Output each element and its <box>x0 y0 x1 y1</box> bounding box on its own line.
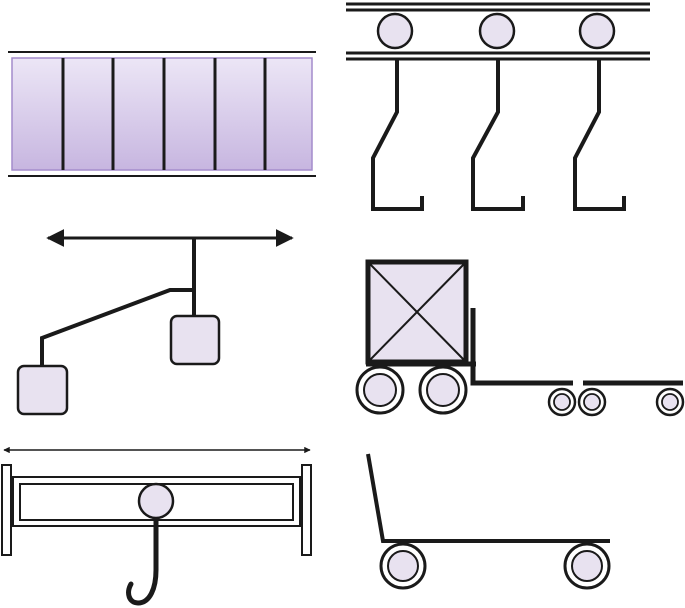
cart-wheel-inner <box>571 550 603 582</box>
overhead-conveyor-symbol <box>346 2 650 211</box>
tractor-trailer-symbol <box>355 259 685 417</box>
wheel-inner <box>426 373 460 407</box>
jib-arm <box>40 238 196 368</box>
small-wheel-inner <box>661 393 679 411</box>
bridge-end-post-right <box>301 464 312 556</box>
bridge-end-post-left <box>1 464 12 556</box>
cart-handle-and-deck <box>366 453 610 543</box>
tractor-mast-and-forks <box>470 308 573 386</box>
box-cross-line <box>367 261 467 363</box>
tractor-wheels <box>355 365 468 415</box>
trolley-wheel <box>376 12 414 50</box>
cart-wheel-inner <box>387 550 419 582</box>
conveyor-dividers <box>61 58 267 170</box>
hanging-hook <box>573 60 626 211</box>
crane-hook <box>126 517 159 606</box>
trolley-wheel <box>478 12 516 50</box>
wheel-inner <box>363 373 397 407</box>
hanging-hook <box>471 60 525 211</box>
hoist-trolley-wheel <box>137 482 175 520</box>
jib-load-block <box>169 314 221 366</box>
jib-load-block <box>16 364 69 416</box>
conveyor-bed <box>11 57 313 171</box>
small-wheel-inner <box>583 393 601 411</box>
small-wheel-inner <box>553 393 571 411</box>
hanging-hook <box>371 60 424 211</box>
hand-cart-symbol <box>366 453 611 590</box>
trolley-wheel <box>578 12 616 50</box>
roller-conveyor-symbol <box>8 51 316 177</box>
trailer-wheels <box>547 387 685 417</box>
jib-crane-symbol <box>16 229 294 416</box>
bridge-crane-symbol <box>1 446 312 606</box>
